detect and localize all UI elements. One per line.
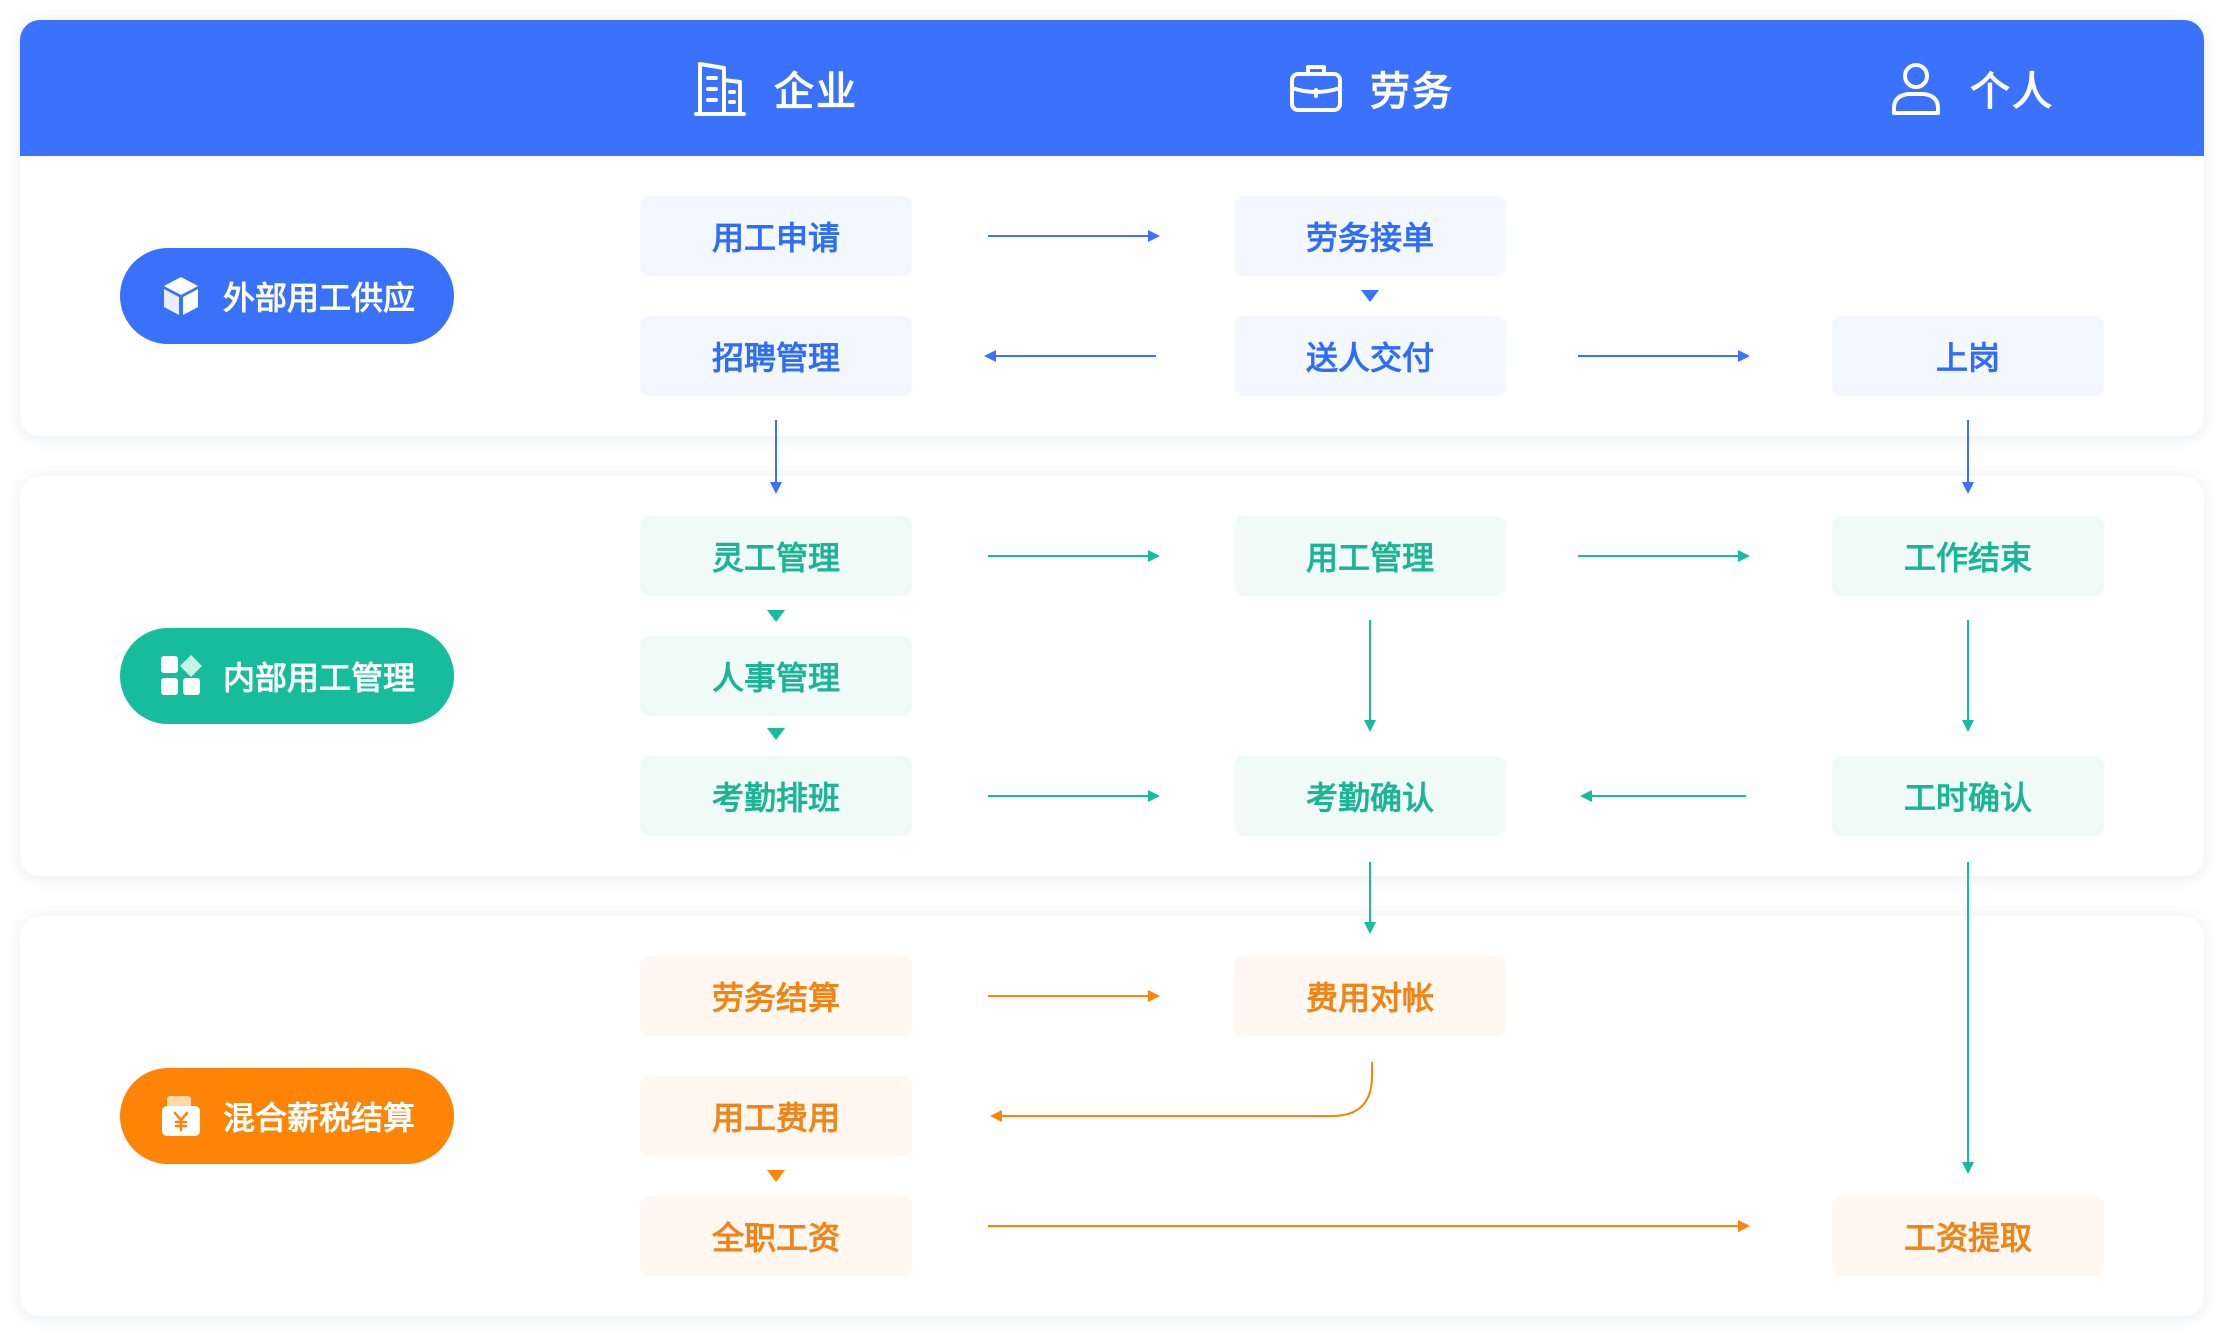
column-header-personal-label: 个人	[1970, 69, 2054, 115]
column-header-labor-label: 劳务	[1370, 69, 1454, 115]
node-salary-withdrawal[interactable]: 工资提取	[1832, 1196, 2104, 1276]
section-label-payroll-settlement-text: 混合薪税结算	[222, 1099, 415, 1137]
briefcase-icon	[1286, 58, 1346, 118]
column-header-labor: 劳务	[1286, 20, 1454, 156]
node-labor-settlement[interactable]: 劳务结算	[640, 956, 912, 1036]
section-label-external-supply: 外部用工供应	[120, 248, 454, 344]
node-hours-confirmation[interactable]: 工时确认	[1832, 756, 2104, 836]
node-employment-management[interactable]: 用工管理	[1234, 516, 1506, 596]
node-employment-application[interactable]: 用工申请	[640, 196, 912, 276]
node-flexible-work-management[interactable]: 灵工管理	[640, 516, 912, 596]
section-label-internal-management: 内部用工管理	[120, 628, 454, 724]
node-hr-management[interactable]: 人事管理	[640, 636, 912, 716]
apps-icon	[159, 654, 203, 698]
node-work-end[interactable]: 工作结束	[1832, 516, 2104, 596]
arrow-expense-to-costs	[990, 1062, 1373, 1122]
node-employment-costs[interactable]: 用工费用	[640, 1076, 912, 1156]
wallet-icon	[159, 1094, 203, 1138]
node-fulltime-payroll[interactable]: 全职工资	[640, 1196, 912, 1276]
node-dispatch-delivery[interactable]: 送人交付	[1234, 316, 1506, 396]
node-labor-order[interactable]: 劳务接单	[1234, 196, 1506, 276]
node-attendance-confirmation[interactable]: 考勤确认	[1234, 756, 1506, 836]
arrow-hr-to-attendance	[767, 728, 785, 740]
node-recruitment-management[interactable]: 招聘管理	[640, 316, 912, 396]
section-label-payroll-settlement: 混合薪税结算	[120, 1068, 454, 1164]
node-expense-reconciliation[interactable]: 费用对帐	[1234, 956, 1506, 1036]
cube-icon	[159, 274, 203, 318]
section-label-external-supply-text: 外部用工供应	[222, 279, 415, 317]
person-icon	[1886, 58, 1946, 118]
section-label-internal-management-text: 内部用工管理	[222, 659, 415, 697]
arrow-flexible-to-hr	[767, 610, 785, 622]
column-header-enterprise: 企业	[690, 20, 858, 156]
node-attendance-scheduling[interactable]: 考勤排班	[640, 756, 912, 836]
building-icon	[690, 58, 750, 118]
arrow-costs-to-payroll	[767, 1170, 785, 1182]
node-onboard[interactable]: 上岗	[1832, 316, 2104, 396]
arrow-order-to-dispatch	[1361, 290, 1379, 302]
column-header-personal: 个人	[1886, 20, 2054, 156]
column-header-bar: 企业 劳务 个人	[20, 20, 2204, 156]
column-header-enterprise-label: 企业	[774, 69, 858, 115]
